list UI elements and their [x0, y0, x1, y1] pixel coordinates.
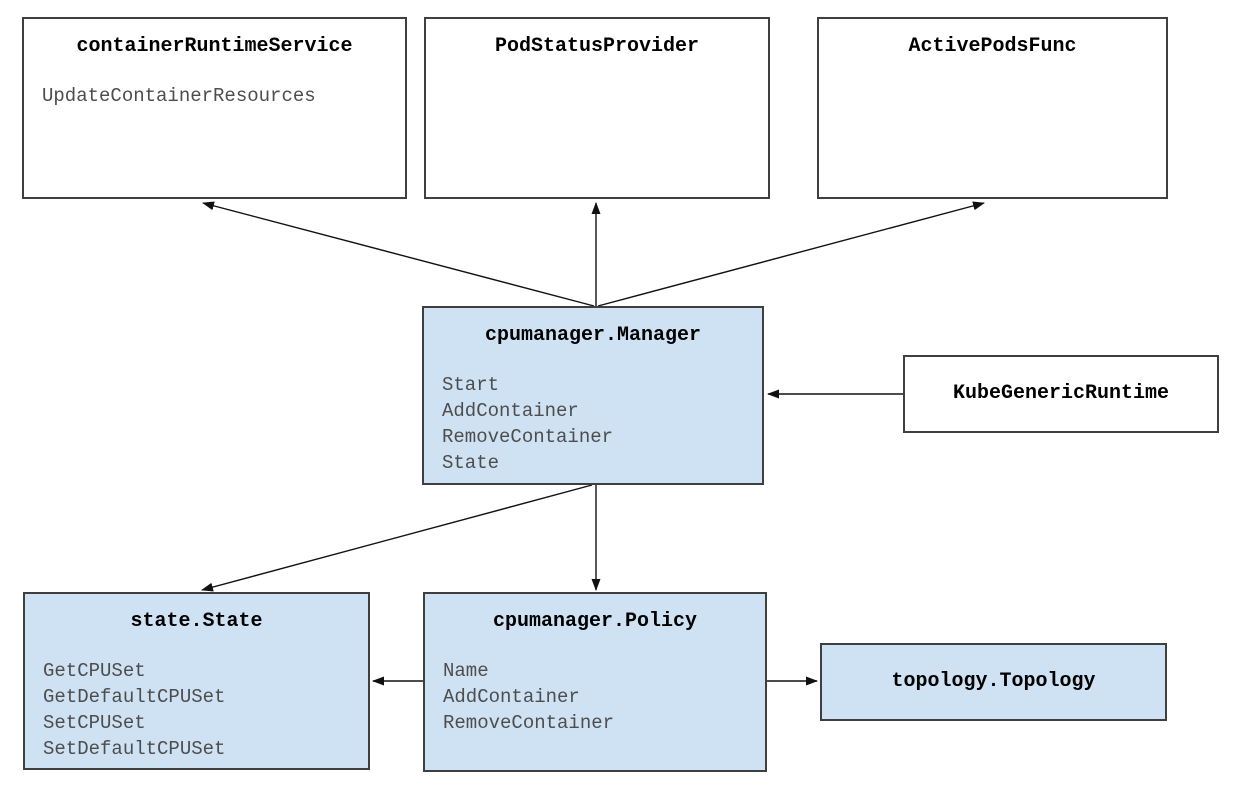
edge-manager-to-statestate: [201, 484, 593, 592]
node-methods: Start AddContainer RemoveContainer State: [442, 372, 756, 476]
node-title: cpumanager.Manager: [484, 324, 702, 347]
node-state-state: state.State GetCPUSet GetDefaultCPUSet S…: [23, 592, 370, 770]
node-method: SetDefaultCPUSet: [43, 738, 226, 760]
node-title: ActivePodsFunc: [908, 35, 1077, 58]
node-methods: Name AddContainer RemoveContainer: [443, 658, 759, 736]
node-method: SetCPUSet: [43, 712, 146, 734]
node-cpumanager-manager: cpumanager.Manager Start AddContainer Re…: [422, 306, 764, 485]
node-method: Start: [442, 374, 500, 396]
node-method: GetDefaultCPUSet: [43, 686, 226, 708]
node-method: UpdateContainerResources: [42, 85, 316, 107]
node-method: RemoveContainer: [443, 712, 615, 734]
node-method: AddContainer: [442, 400, 579, 422]
node-title: KubeGenericRuntime: [952, 382, 1170, 405]
node-title: state.State: [130, 610, 263, 633]
node-title: PodStatusProvider: [494, 35, 700, 58]
edge-manager-to-activepodsfunc: [597, 201, 985, 307]
node-title: cpumanager.Policy: [492, 610, 698, 633]
node-method: AddContainer: [443, 686, 580, 708]
node-method: GetCPUSet: [43, 660, 146, 682]
node-method: Name: [443, 660, 489, 682]
edge-manager-to-containerruntimeservice: [202, 201, 595, 307]
node-method: State: [442, 452, 500, 474]
node-active-pods-func: ActivePodsFunc: [817, 17, 1168, 199]
node-container-runtime-service: containerRuntimeService UpdateContainerR…: [22, 17, 407, 199]
node-methods: UpdateContainerResources: [42, 83, 399, 109]
node-cpumanager-policy: cpumanager.Policy Name AddContainer Remo…: [423, 592, 767, 772]
node-methods: GetCPUSet GetDefaultCPUSet SetCPUSet Set…: [43, 658, 362, 762]
node-title: containerRuntimeService: [76, 35, 353, 58]
node-topology-topology: topology.Topology: [820, 643, 1167, 721]
node-pod-status-provider: PodStatusProvider: [424, 17, 770, 199]
node-title: topology.Topology: [891, 670, 1096, 693]
node-kube-generic-runtime: KubeGenericRuntime: [903, 355, 1219, 433]
node-method: RemoveContainer: [442, 426, 614, 448]
